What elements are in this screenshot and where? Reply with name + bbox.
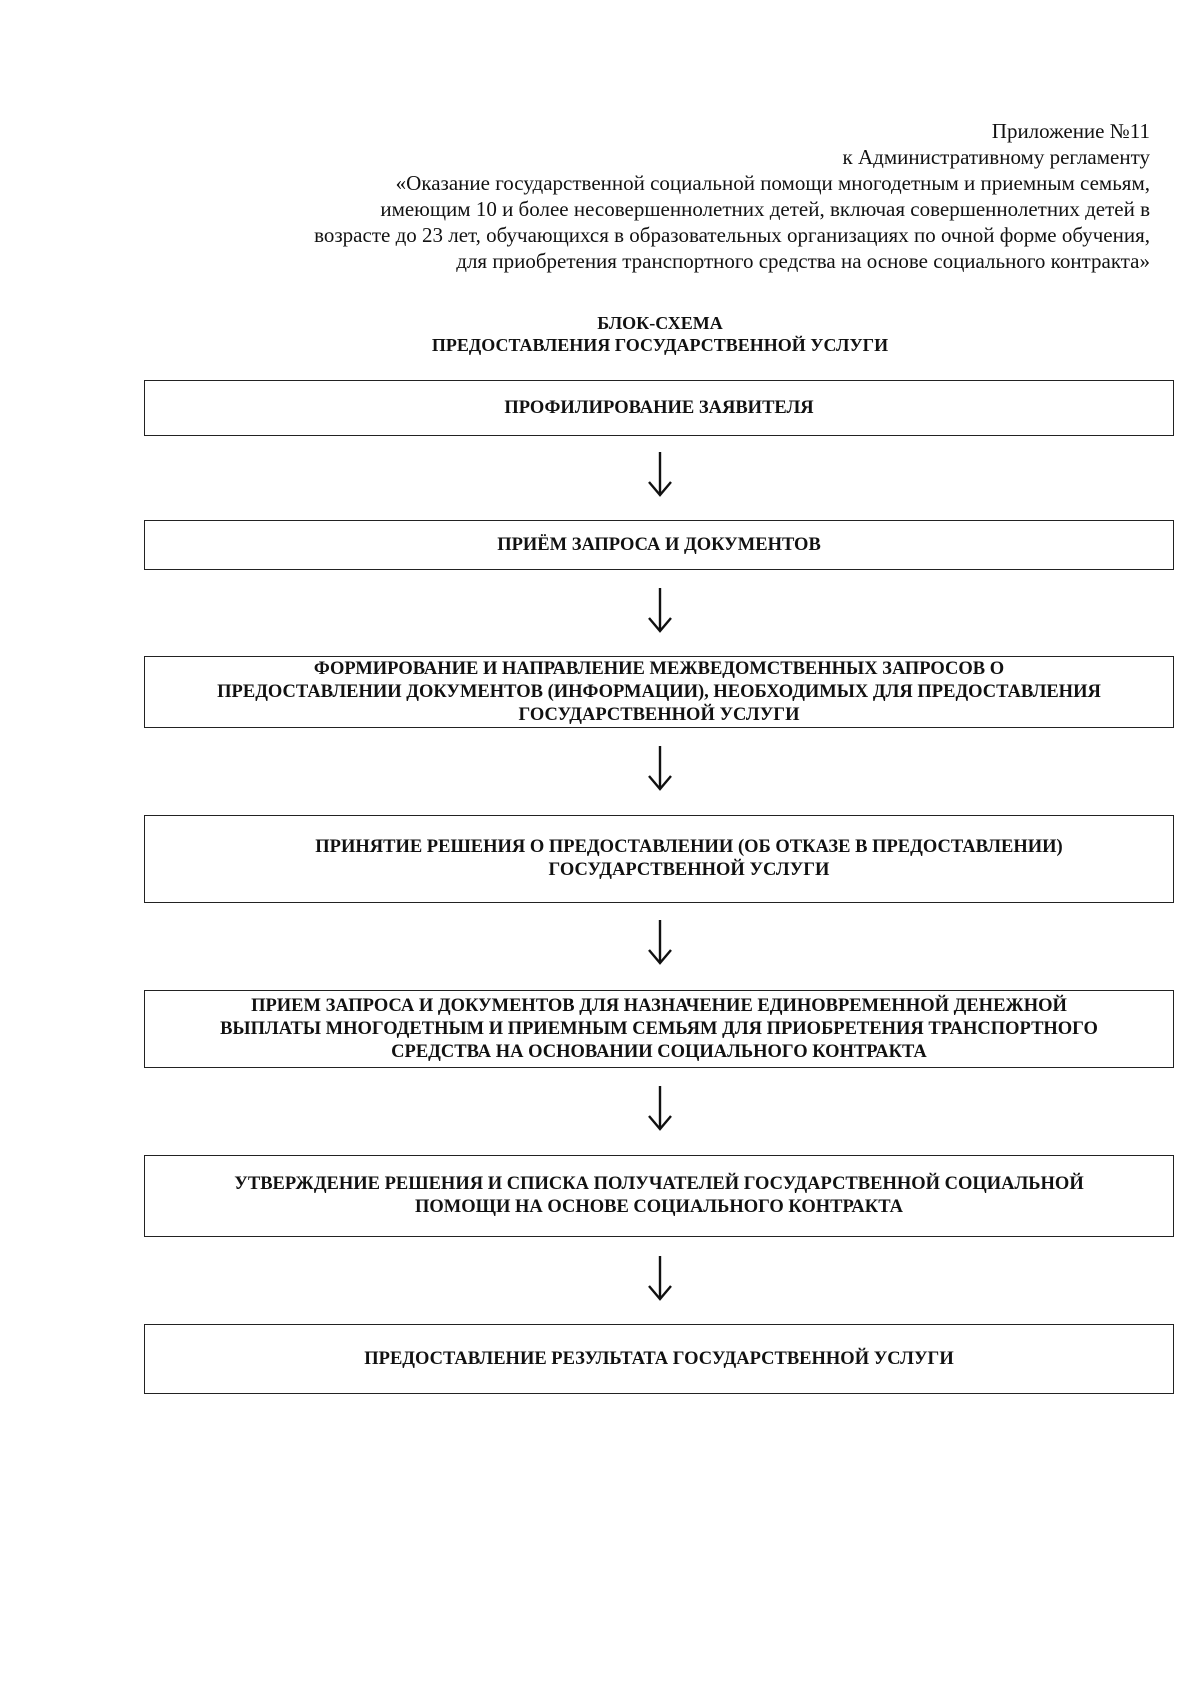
- regulation-title-line: для приобретения транспортного средства …: [456, 249, 1150, 273]
- flow-step-6-text: УТВЕРЖДЕНИЕ РЕШЕНИЯ И СПИСКА ПОЛУЧАТЕЛЕЙ…: [234, 1174, 1084, 1194]
- flow-step-4: ПРИНЯТИЕ РЕШЕНИЯ О ПРЕДОСТАВЛЕНИИ (ОБ ОТ…: [144, 815, 1174, 903]
- down-arrow-icon: [645, 1084, 675, 1132]
- down-arrow-icon: [645, 586, 675, 634]
- flow-step-3-text: ГОСУДАРСТВЕННОЙ УСЛУГИ: [518, 704, 800, 725]
- regulation-title-line: «Оказание государственной социальной пом…: [395, 171, 1150, 195]
- flow-step-7: ПРЕДОСТАВЛЕНИЕ РЕЗУЛЬТАТА ГОСУДАРСТВЕННО…: [144, 1324, 1174, 1394]
- regulation-reference: к Административному регламенту: [842, 145, 1150, 169]
- scheme-title-line-1: БЛОК-СХЕМА: [597, 313, 723, 333]
- flow-step-1: ПРОФИЛИРОВАНИЕ ЗАЯВИТЕЛЯ: [144, 380, 1174, 436]
- flow-step-2-text: ПРИЁМ ЗАПРОСА И ДОКУМЕНТОВ: [497, 534, 821, 555]
- regulation-title-line: имеющим 10 и более несовершеннолетних де…: [380, 197, 1150, 221]
- down-arrow-icon: [645, 918, 675, 966]
- flow-step-4-text: ГОСУДАРСТВЕННОЙ УСЛУГИ: [548, 860, 830, 880]
- appendix-number: Приложение №11: [991, 119, 1150, 143]
- flow-step-5-text: СРЕДСТВА НА ОСНОВАНИИ СОЦИАЛЬНОГО КОНТРА…: [391, 1041, 927, 1062]
- flow-step-2: ПРИЁМ ЗАПРОСА И ДОКУМЕНТОВ: [144, 520, 1174, 570]
- flow-step-3-text: ПРЕДОСТАВЛЕНИИ ДОКУМЕНТОВ (ИНФОРМАЦИИ), …: [217, 681, 1101, 702]
- flow-step-3: ФОРМИРОВАНИЕ И НАПРАВЛЕНИЕ МЕЖВЕДОМСТВЕН…: [144, 656, 1174, 728]
- flow-step-4-text: ПРИНЯТИЕ РЕШЕНИЯ О ПРЕДОСТАВЛЕНИИ (ОБ ОТ…: [315, 837, 1063, 857]
- down-arrow-icon: [645, 744, 675, 792]
- flow-step-7-text: ПРЕДОСТАВЛЕНИЕ РЕЗУЛЬТАТА ГОСУДАРСТВЕННО…: [364, 1348, 954, 1369]
- scheme-title: БЛОК-СХЕМА ПРЕДОСТАВЛЕНИЯ ГОСУДАРСТВЕННО…: [145, 312, 1175, 356]
- appendix-header: Приложение №11 к Административному регла…: [150, 118, 1150, 274]
- flow-step-6-text: ПОМОЩИ НА ОСНОВЕ СОЦИАЛЬНОГО КОНТРАКТА: [415, 1197, 903, 1217]
- flow-step-5-text: ПРИЕМ ЗАПРОСА И ДОКУМЕНТОВ ДЛЯ НАЗНАЧЕНИ…: [251, 995, 1067, 1016]
- regulation-title-line: возрасте до 23 лет, обучающихся в образо…: [314, 223, 1150, 247]
- flow-step-5: ПРИЕМ ЗАПРОСА И ДОКУМЕНТОВ ДЛЯ НАЗНАЧЕНИ…: [144, 990, 1174, 1068]
- down-arrow-icon: [645, 1254, 675, 1302]
- down-arrow-icon: [645, 450, 675, 498]
- flow-step-3-text: ФОРМИРОВАНИЕ И НАПРАВЛЕНИЕ МЕЖВЕДОМСТВЕН…: [313, 658, 1005, 679]
- flow-step-5-text: ВЫПЛАТЫ МНОГОДЕТНЫМ И ПРИЕМНЫМ СЕМЬЯМ ДЛ…: [220, 1018, 1098, 1039]
- flow-step-1-text: ПРОФИЛИРОВАНИЕ ЗАЯВИТЕЛЯ: [504, 397, 814, 418]
- scheme-title-line-2: ПРЕДОСТАВЛЕНИЯ ГОСУДАРСТВЕННОЙ УСЛУГИ: [431, 335, 889, 355]
- flow-step-6: УТВЕРЖДЕНИЕ РЕШЕНИЯ И СПИСКА ПОЛУЧАТЕЛЕЙ…: [144, 1155, 1174, 1237]
